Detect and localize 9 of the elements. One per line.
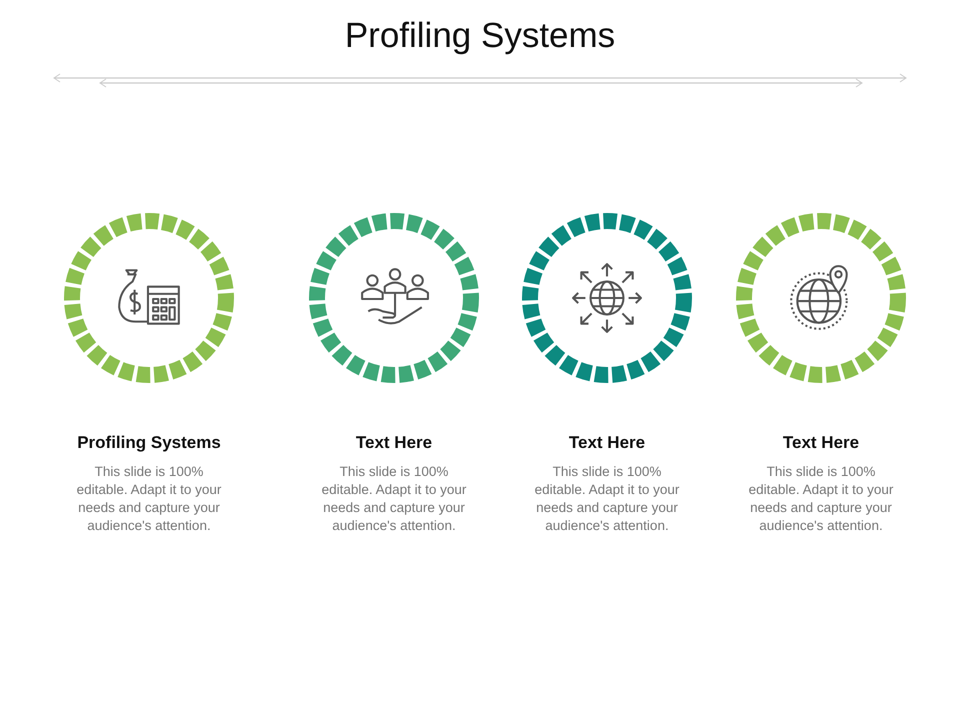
body-text: This slide is 100% editable. Adapt it to your needs and capture your audience's attention. <box>748 463 894 535</box>
body-text: This slide is 100% editable. Adapt it to your needs and capture your audience's attention. <box>320 463 468 535</box>
heading: Text Here <box>354 433 434 453</box>
title: Profiling Systems <box>344 16 616 56</box>
heading: Text Here <box>782 433 860 453</box>
body-text: This slide is 100% editable. Adapt it to your needs and capture your audience's attention. <box>76 463 222 535</box>
heading: Profiling Systems <box>76 433 222 453</box>
body-text: This slide is 100% editable. Adapt it to your needs and capture your audience's attention. <box>534 463 680 535</box>
heading: Text Here <box>568 433 646 453</box>
